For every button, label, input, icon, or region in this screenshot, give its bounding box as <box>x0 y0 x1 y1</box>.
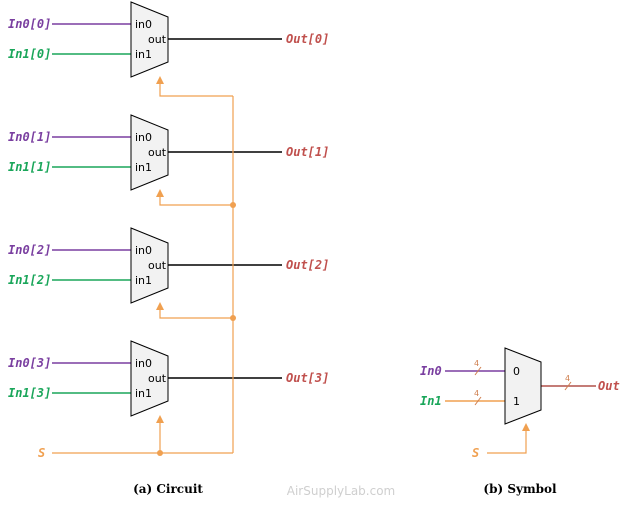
circuit: in0 in1 out In0[0] In1[0] Out[0] in0 in1… <box>8 1 329 496</box>
circuit-caption: (a) Circuit <box>133 482 203 496</box>
width-slash-in0 <box>474 366 482 376</box>
symbol-select-label: S <box>472 446 479 460</box>
in0-label-1: In0[1] <box>8 130 51 144</box>
port-in0-1: in0 <box>135 131 152 144</box>
port-in1-1: in1 <box>135 161 152 174</box>
mux-body-1 <box>130 114 169 191</box>
port-out-3: out <box>148 372 167 385</box>
in1-label-2: In1[2] <box>8 273 51 287</box>
port-in1-3: in1 <box>135 387 152 400</box>
in0-label-0: In0[0] <box>8 17 51 31</box>
port-out-2: out <box>148 259 167 272</box>
width-slash-in1 <box>474 396 482 406</box>
symbol-port-1: 1 <box>513 395 520 408</box>
mux-row-3: in0 in1 out In0[3] In1[3] Out[3] <box>8 340 329 417</box>
width-label-in1: 4 <box>474 389 479 398</box>
mux-body-0 <box>130 1 169 78</box>
symbol-port-0: 0 <box>513 365 520 378</box>
in1-label-3: In1[3] <box>8 386 51 400</box>
mux-body-2 <box>130 227 169 304</box>
in0-label-3: In0[3] <box>8 356 51 370</box>
select-junction-3 <box>157 450 163 456</box>
in1-label-1: In1[1] <box>8 160 51 174</box>
select-junction-2 <box>230 315 236 321</box>
port-out-0: out <box>148 33 167 46</box>
select-junction-1 <box>230 202 236 208</box>
width-label-in0: 4 <box>474 359 479 368</box>
in0-label-2: In0[2] <box>8 243 51 257</box>
port-in0-3: in0 <box>135 357 152 370</box>
width-label-out: 4 <box>565 374 570 383</box>
mux-body-3 <box>130 340 169 417</box>
out-label-0: Out[0] <box>286 32 329 46</box>
select-branch-1 <box>156 189 233 206</box>
select-bus <box>52 76 236 456</box>
out-label-2: Out[2] <box>286 258 329 272</box>
out-label-3: Out[3] <box>286 371 329 385</box>
symbol-select-wire <box>487 423 530 454</box>
select-label: S <box>38 446 45 460</box>
port-out-1: out <box>148 146 167 159</box>
symbol-in1-label: In1 <box>420 394 442 408</box>
watermark: AirSupplyLab.com <box>287 484 395 498</box>
mux-row-0: in0 in1 out In0[0] In1[0] Out[0] <box>8 1 329 78</box>
select-branch-0 <box>156 76 233 97</box>
out-label-1: Out[1] <box>286 145 329 159</box>
symbol-caption: (b) Symbol <box>483 482 557 496</box>
symbol-in0-label: In0 <box>420 364 442 378</box>
port-in1-2: in1 <box>135 274 152 287</box>
port-in0-2: in0 <box>135 244 152 257</box>
select-branch-2 <box>156 302 233 319</box>
width-slash-out <box>564 381 572 391</box>
port-in0-0: in0 <box>135 18 152 31</box>
mux-row-2: in0 in1 out In0[2] In1[2] Out[2] <box>8 227 329 304</box>
in1-label-0: In1[0] <box>8 47 51 61</box>
port-in1-0: in1 <box>135 48 152 61</box>
symbol: 4 4 4 0 1 In0 In1 Out S (b) Symbol <box>420 347 620 496</box>
symbol-out-label: Out <box>598 379 620 393</box>
mux-row-1: in0 in1 out In0[1] In1[1] Out[1] <box>8 114 329 191</box>
symbol-mux-body <box>504 347 542 425</box>
